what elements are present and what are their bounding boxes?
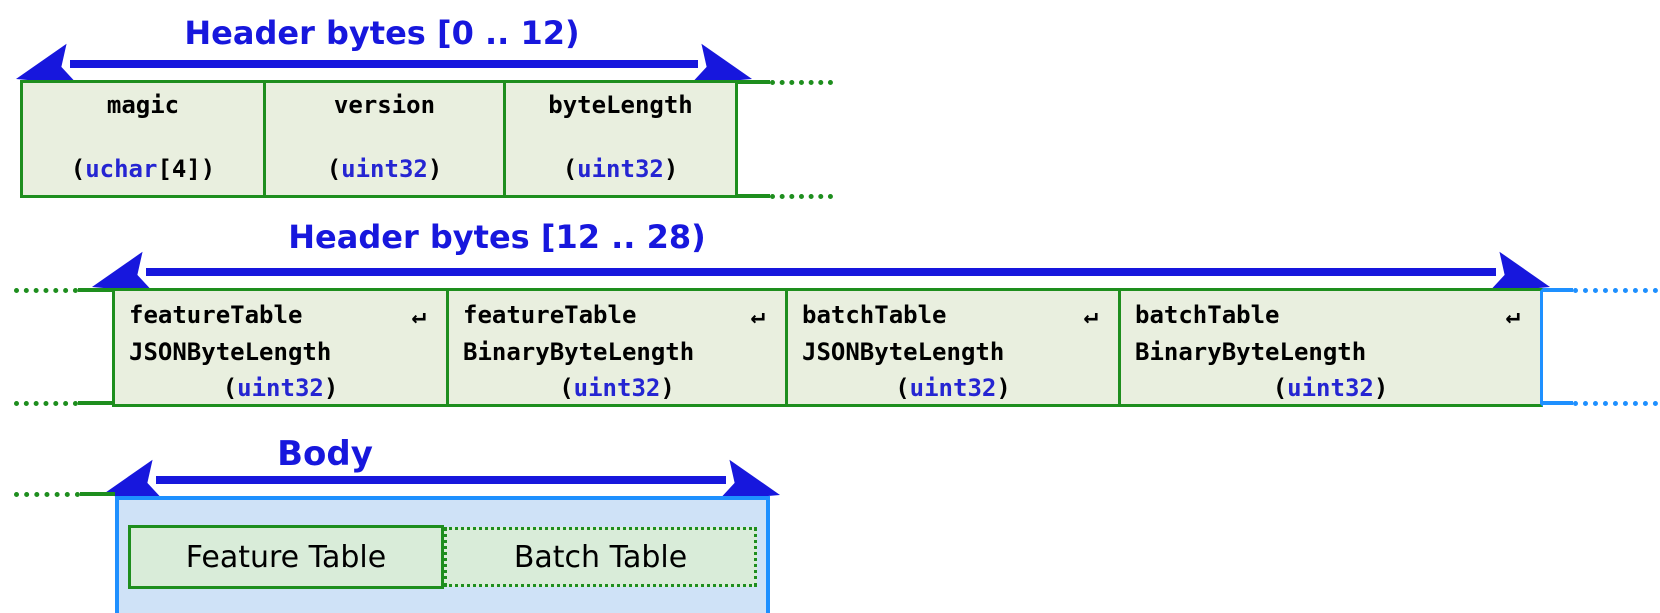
header1-title: Header bytes [0 .. 12) xyxy=(184,14,580,52)
field-name: magic xyxy=(106,91,180,119)
field-type: (uint32) xyxy=(895,374,1011,402)
continuation-line xyxy=(78,401,112,405)
cell-batchtable-binary-bytelength: batchTable ↵ BinaryByteLength (uint32) xyxy=(1118,291,1540,404)
field-name: batchTable xyxy=(1135,301,1280,329)
right-arrowhead-icon xyxy=(690,43,753,85)
body-span-arrow xyxy=(101,459,781,501)
continuation-dots-blue xyxy=(1573,288,1658,293)
continuation-line-blue xyxy=(1543,288,1573,292)
carriage-return-icon: ↵ xyxy=(1083,301,1098,329)
cell-magic: magic (uchar[4]) xyxy=(23,83,263,195)
right-arrowhead-icon xyxy=(718,459,781,501)
continuation-dots xyxy=(770,194,833,199)
batch-table-label: Batch Table xyxy=(513,539,688,575)
continuation-line xyxy=(78,288,112,292)
carriage-return-icon: ↵ xyxy=(750,301,765,329)
field-type: (uchar[4]) xyxy=(70,155,216,183)
continuation-line xyxy=(737,80,770,84)
field-name-2: BinaryByteLength xyxy=(463,338,695,366)
continuation-dots xyxy=(14,401,78,406)
cell-version: version (uint32) xyxy=(263,83,503,195)
field-name-2: JSONByteLength xyxy=(129,338,332,366)
continuation-line xyxy=(80,492,115,496)
field-name: version xyxy=(333,91,436,119)
field-name-2: BinaryByteLength xyxy=(1135,338,1367,366)
left-arrowhead-icon xyxy=(101,459,164,501)
header2-span-arrow xyxy=(91,251,1551,293)
field-type: (uint32) xyxy=(562,155,679,183)
header1-span-arrow xyxy=(15,43,753,85)
right-arrowhead-icon xyxy=(1488,251,1551,293)
feature-table-box: Feature Table xyxy=(128,525,444,589)
field-name: featureTable xyxy=(129,301,303,329)
field-name: featureTable xyxy=(463,301,637,329)
continuation-dots xyxy=(14,288,78,293)
continuation-line xyxy=(737,194,770,198)
field-name: byteLength xyxy=(548,91,693,119)
field-type: (uint32) xyxy=(559,374,675,402)
continuation-dots xyxy=(770,80,833,85)
header2-table: featureTable ↵ JSONByteLength (uint32) fe… xyxy=(112,288,1543,407)
field-type: (uint32) xyxy=(1272,374,1389,402)
batch-table-box: Batch Table xyxy=(444,527,757,587)
cell-featuretable-json-bytelength: featureTable ↵ JSONByteLength (uint32) xyxy=(115,291,446,404)
cell-featuretable-binary-bytelength: featureTable ↵ BinaryByteLength (uint32) xyxy=(446,291,785,404)
header2-title: Header bytes [12 .. 28) xyxy=(288,218,706,256)
continuation-dots-blue xyxy=(1573,401,1658,406)
carriage-return-icon: ↵ xyxy=(411,301,426,329)
continuation-dots xyxy=(14,492,80,497)
left-arrowhead-icon xyxy=(91,251,154,293)
field-type: (uint32) xyxy=(222,374,339,402)
field-name-2: JSONByteLength xyxy=(802,338,1005,366)
cell-bytelength: byteLength (uint32) xyxy=(503,83,735,195)
continuation-line-blue xyxy=(1543,401,1573,405)
body-title: Body xyxy=(277,434,373,474)
body-box: Feature Table Batch Table xyxy=(115,496,770,613)
carriage-return-icon: ↵ xyxy=(1505,301,1520,329)
field-type: (uint32) xyxy=(326,155,443,183)
field-name: batchTable xyxy=(802,301,947,329)
header1-table: magic (uchar[4]) version (uint32) byteLe… xyxy=(20,80,738,198)
feature-table-label: Feature Table xyxy=(185,539,387,575)
left-arrowhead-icon xyxy=(15,43,78,85)
cell-batchtable-json-bytelength: batchTable ↵ JSONByteLength (uint32) xyxy=(785,291,1118,404)
